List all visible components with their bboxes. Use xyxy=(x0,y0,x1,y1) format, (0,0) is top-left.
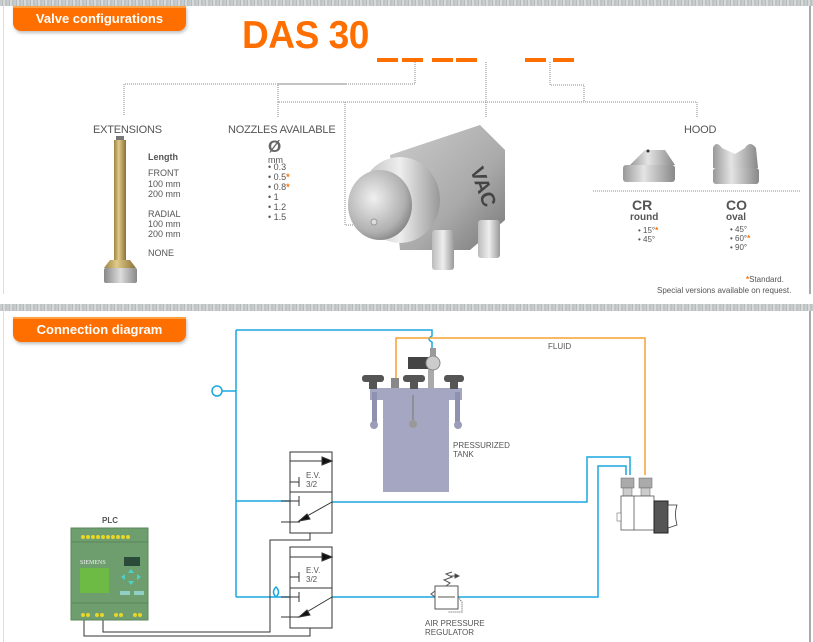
co-oval-hood-image xyxy=(713,144,759,184)
top-stripe xyxy=(0,0,813,6)
front-size: 100 mm xyxy=(148,179,181,189)
air-line-lower xyxy=(236,585,290,598)
standard-star-icon: * xyxy=(655,226,659,235)
nozzle-item: • 1 xyxy=(268,192,279,202)
diameter-symbol: Ø xyxy=(268,137,282,156)
air-lines xyxy=(222,329,631,598)
air-supply-icon xyxy=(211,385,223,397)
ev1-label: E.V. xyxy=(306,471,321,480)
code-dash xyxy=(402,58,423,62)
air-line-ev2-to-valve xyxy=(332,465,627,598)
valve-product-image: VAC xyxy=(348,125,505,270)
nozzle-unit: mm xyxy=(268,155,283,165)
cr-round-hood-image xyxy=(623,149,675,182)
code-dash xyxy=(525,58,546,62)
regulator-label: AIR PRESSURE xyxy=(425,619,485,628)
ev-valve-1-icon xyxy=(281,451,334,534)
hood-co: CO oval • 45° • 60°* • 90° xyxy=(726,198,750,252)
model-placeholder-dashes xyxy=(377,58,574,62)
valve-configurations-title: Valve configurations xyxy=(13,6,186,31)
plc-display xyxy=(80,568,109,593)
plc-label: PLC xyxy=(102,516,118,525)
nozzle-item: • 0.5* xyxy=(268,172,290,182)
standard-star-icon: * xyxy=(286,182,290,192)
nozzle-list: • 0.3 • 0.5* • 0.8* • 1 • 1.2 • 1.5 xyxy=(268,162,290,222)
radial-label: RADIAL xyxy=(148,209,181,219)
nozzle-item: • 1.5 xyxy=(268,212,287,222)
hood-cr-code: CR xyxy=(632,197,653,213)
nozzles-title: NOZZLES AVAILABLE xyxy=(228,124,336,136)
fluid-line xyxy=(395,337,646,475)
ev2-label: E.V. xyxy=(306,566,321,575)
das-valve-diagram-icon xyxy=(616,477,678,534)
code-dash xyxy=(377,58,398,62)
air-pressure-regulator-icon xyxy=(430,571,463,613)
plc-brand: SIEMENS xyxy=(80,560,106,566)
code-dash xyxy=(553,58,574,62)
nozzle-item: • 1.2 xyxy=(268,202,287,212)
air-line-ev1-to-valve xyxy=(332,456,631,503)
ev1-label: 3/2 xyxy=(306,480,318,489)
air-line-tank xyxy=(236,329,433,350)
code-dash xyxy=(432,58,453,62)
front-label: FRONT xyxy=(148,168,179,178)
fluid-label: FLUID xyxy=(548,342,572,351)
model-code: DAS 30 xyxy=(242,14,369,57)
section-stripe xyxy=(0,304,813,311)
none-label: NONE xyxy=(148,248,175,258)
extensions-title: EXTENSIONS xyxy=(93,124,162,136)
hood-images xyxy=(623,144,759,184)
hood-cr-name: round xyxy=(630,212,659,223)
hood-angle: • 90° xyxy=(730,243,748,252)
radial-size: 200 mm xyxy=(148,229,181,239)
standard-star-icon: * xyxy=(747,234,751,243)
ev-valve-2-icon xyxy=(281,546,334,629)
pressurized-tank-icon xyxy=(362,348,464,492)
hood-cr: CR round • 15°* • 45° xyxy=(630,197,659,244)
connection-diagram-title: Connection diagram xyxy=(13,317,186,342)
nozzle-item: • 0.8* xyxy=(268,182,290,192)
regulator-label: REGULATOR xyxy=(425,628,475,637)
signal-lines xyxy=(83,532,311,637)
code-dash xyxy=(456,58,477,62)
hood-title: HOOD xyxy=(684,124,717,136)
front-size: 200 mm xyxy=(148,189,181,199)
tank-label: PRESSURIZED xyxy=(453,441,510,450)
length-label: Length xyxy=(148,152,178,162)
plc-terminals xyxy=(81,535,142,617)
tank-label: TANK xyxy=(453,450,474,459)
extension-rod-image xyxy=(104,136,137,283)
standard-footnote: *Standard. xyxy=(746,275,784,284)
hood-co-code: CO xyxy=(726,197,747,213)
hood-co-name: oval xyxy=(726,212,747,223)
ev2-label: 3/2 xyxy=(306,575,318,584)
hood-angle: • 15°* xyxy=(638,226,659,235)
plc-icon xyxy=(70,527,149,621)
hood-angle: • 60°* xyxy=(730,234,751,243)
hood-angle: • 45° xyxy=(638,235,656,244)
special-versions-note: Special versions available on request. xyxy=(657,286,792,295)
nozzle-item: • 0.3 xyxy=(268,162,287,172)
radial-size: 100 mm xyxy=(148,219,181,229)
standard-star-icon: * xyxy=(286,172,290,182)
hood-angle: • 45° xyxy=(730,225,748,234)
standard-star-icon: * xyxy=(746,275,750,284)
